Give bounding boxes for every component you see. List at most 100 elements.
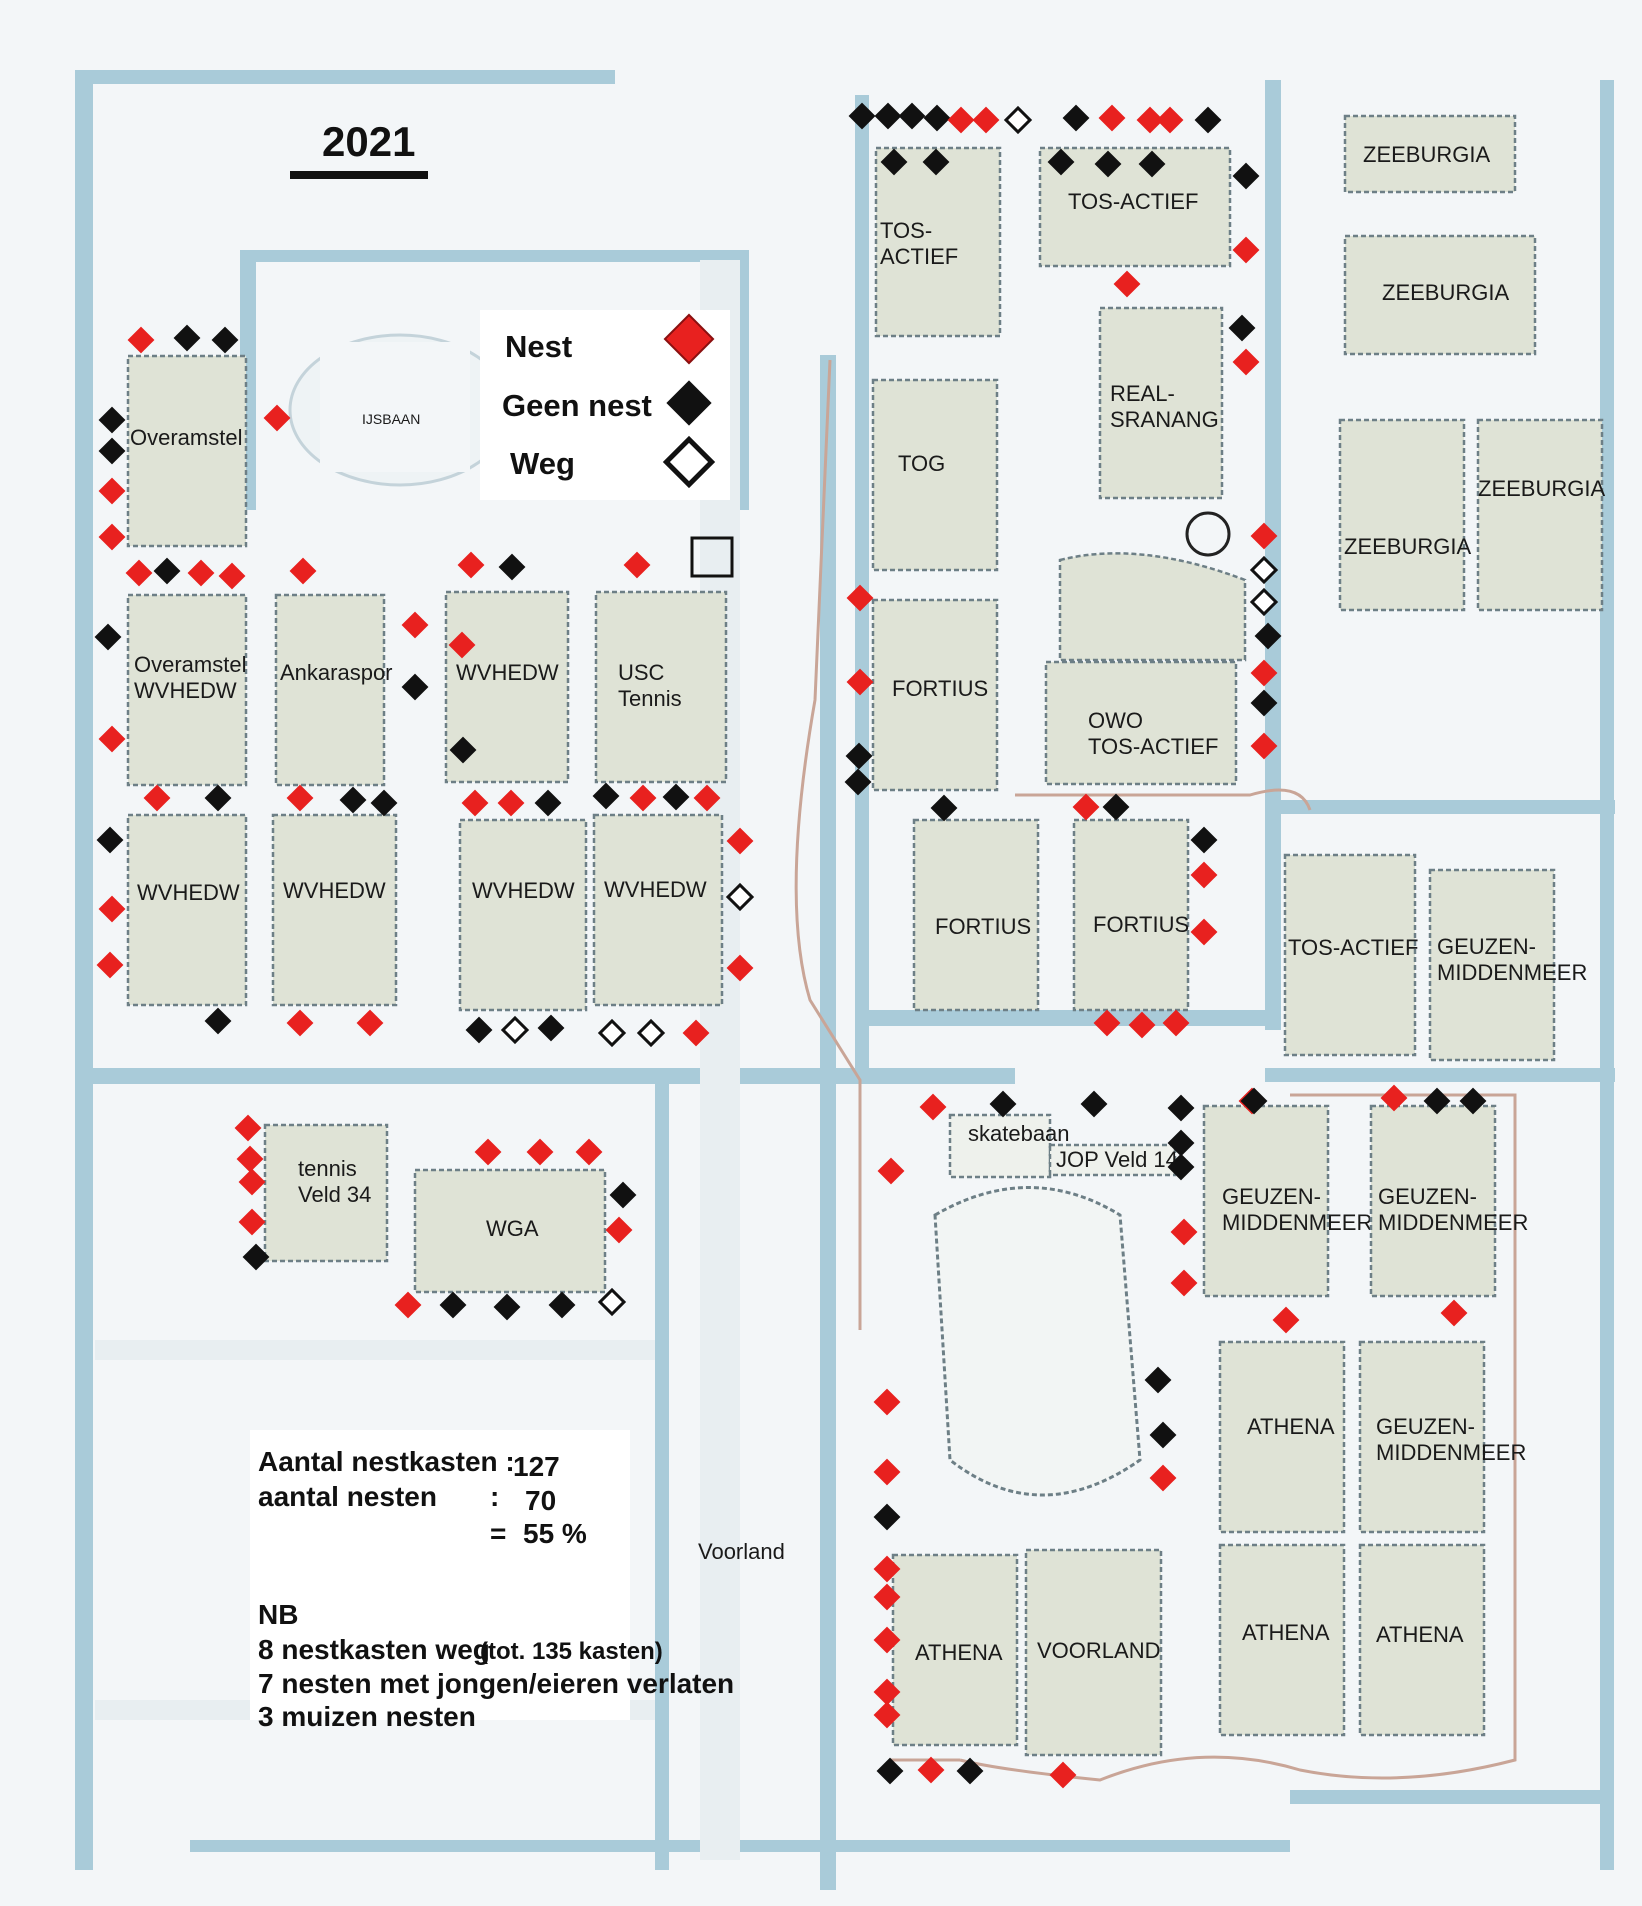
legend-weg-icon	[662, 435, 716, 489]
owo-curved-top	[1058, 552, 1247, 662]
nest-marker-icon	[1093, 1009, 1121, 1037]
field-label: WVHEDW	[283, 878, 386, 903]
field-wvhedw-4-area	[458, 818, 588, 1012]
geen-nest-marker-icon	[609, 1181, 637, 1209]
field-label: TOG	[898, 451, 945, 476]
nest-marker-icon	[873, 1583, 901, 1611]
field-tos-actief-1-area	[874, 146, 1002, 338]
field-fortius-2: FORTIUS	[912, 818, 1040, 1012]
field-label: MIDDENMEER	[1222, 1210, 1372, 1235]
geen-nest-marker-icon	[1250, 689, 1278, 717]
legend-geen-nest-label: Geen nest	[502, 388, 652, 423]
field-fortius-1-area	[871, 598, 999, 792]
field-overamstel-1: Overamstel	[126, 354, 248, 548]
stats-nesten-value: 70	[525, 1485, 556, 1516]
nest-marker-icon	[1250, 732, 1278, 760]
voorland-road-label: Voorland	[698, 1539, 785, 1564]
nest-marker-icon	[846, 584, 874, 612]
geen-nest-marker-icon	[1167, 1094, 1195, 1122]
field-fortius-1: FORTIUS	[871, 598, 999, 792]
nest-marker-icon	[1049, 1761, 1077, 1789]
field-label: ATHENA	[1376, 1622, 1464, 1647]
field-wvhedw-1: WVHEDW	[444, 590, 570, 784]
field-skatebaan-area	[948, 1113, 1052, 1179]
stats-nestkasten-value: 127	[513, 1451, 560, 1482]
field-skatebaan: skatebaan	[948, 1113, 1070, 1179]
field-zeeburgia-2-area	[1343, 234, 1537, 356]
geen-nest-marker-icon	[1190, 826, 1218, 854]
field-label: ZEEBURGIA	[1363, 142, 1490, 167]
weg-marker-icon	[597, 1018, 627, 1048]
geen-nest-marker-icon	[1459, 1087, 1487, 1115]
field-label: ATHENA	[915, 1640, 1003, 1665]
field-tos-actief-2: TOS-ACTIEF	[1038, 146, 1232, 268]
field-label: TOS-	[880, 218, 932, 243]
legend-nest-label: Nest	[505, 329, 572, 364]
field-wvhedw-3-area	[271, 813, 398, 1007]
field-label: MIDDENMEER	[1376, 1440, 1526, 1465]
stats-nb-line3: 3 muizen nesten	[258, 1701, 476, 1732]
nest-marker-icon	[1072, 793, 1100, 821]
field-overamstel-wvhedw-area	[126, 593, 248, 787]
field-label: ACTIEF	[880, 244, 958, 269]
nest-marker-icon	[526, 1138, 554, 1166]
nest-marker-icon	[1272, 1306, 1300, 1334]
field-zeeburgia-1: ZEEBURGIA	[1343, 114, 1517, 194]
field-tennis-veld-34-area	[263, 1123, 389, 1263]
field-wvhedw-5-area	[592, 813, 724, 1007]
field-athena-3: ATHENA	[1358, 1543, 1486, 1737]
field-geuzen-4: GEUZEN-MIDDENMEER	[1358, 1340, 1526, 1534]
field-label: FORTIUS	[892, 676, 988, 701]
geen-nest-marker-icon	[592, 782, 620, 810]
field-geuzen-1-area	[1428, 868, 1556, 1062]
legend: Nest Geen nest Weg	[480, 310, 730, 500]
stats-nesten-sep: :	[490, 1481, 499, 1512]
nest-marker-icon	[873, 1678, 901, 1706]
ijsbaan-label: IJSBAAN	[362, 411, 420, 427]
field-label: GEUZEN-	[1376, 1414, 1475, 1439]
field-label: WVHEDW	[456, 660, 559, 685]
field-label: VOORLAND	[1037, 1638, 1160, 1663]
nest-marker-icon	[1149, 1464, 1177, 1492]
field-fortius-2-area	[912, 818, 1040, 1012]
field-zeeburgia-2: ZEEBURGIA	[1343, 234, 1537, 356]
field-usc-tennis-area	[594, 590, 728, 784]
geen-nest-marker-icon	[956, 1757, 984, 1785]
field-voorland: VOORLAND	[1024, 1548, 1163, 1757]
legend-nest-icon	[663, 313, 715, 365]
nest-marker-icon	[1170, 1218, 1198, 1246]
nest-marker-icon	[1380, 1084, 1408, 1112]
geen-nest-marker-icon	[662, 783, 690, 811]
field-label: Ankaraspor	[280, 660, 393, 685]
field-wvhedw-2-area	[126, 813, 248, 1007]
field-label: Veld 34	[298, 1182, 371, 1207]
geen-nest-marker-icon	[534, 789, 562, 817]
geen-nest-marker-icon	[1167, 1129, 1195, 1157]
nest-marker-icon	[877, 1157, 905, 1185]
geen-nest-marker-icon	[1102, 793, 1130, 821]
field-voorland-area	[1024, 1548, 1163, 1757]
geen-nest-marker-icon	[844, 768, 872, 796]
field-real-sranang: REAL-SRANANG	[1098, 306, 1224, 500]
stats-percent-sep: =	[490, 1518, 506, 1549]
field-zeeburgia-3: ZEEBURGIA	[1338, 418, 1471, 612]
nest-marker-icon	[1162, 1009, 1190, 1037]
nest-marker-icon	[1250, 659, 1278, 687]
weg-marker-icon	[1249, 555, 1279, 585]
field-athena-4-area	[891, 1553, 1019, 1747]
field-wvhedw-4: WVHEDW	[458, 818, 588, 1012]
geen-nest-marker-icon	[537, 1014, 565, 1042]
field-jop-veld-14-area	[1048, 1143, 1177, 1177]
field-ankaraspor-area	[274, 593, 386, 787]
field-label: GEUZEN-	[1222, 1184, 1321, 1209]
nest-marker-icon	[623, 551, 651, 579]
field-geuzen-2: GEUZEN-MIDDENMEER	[1202, 1104, 1372, 1298]
field-label: REAL-	[1110, 381, 1175, 406]
nest-marker-icon	[629, 784, 657, 812]
nest-marker-icon	[605, 1216, 633, 1244]
geen-nest-marker-icon	[1167, 1153, 1195, 1181]
stats-percent-value: 55 %	[523, 1518, 587, 1549]
field-tog-area	[871, 378, 999, 572]
